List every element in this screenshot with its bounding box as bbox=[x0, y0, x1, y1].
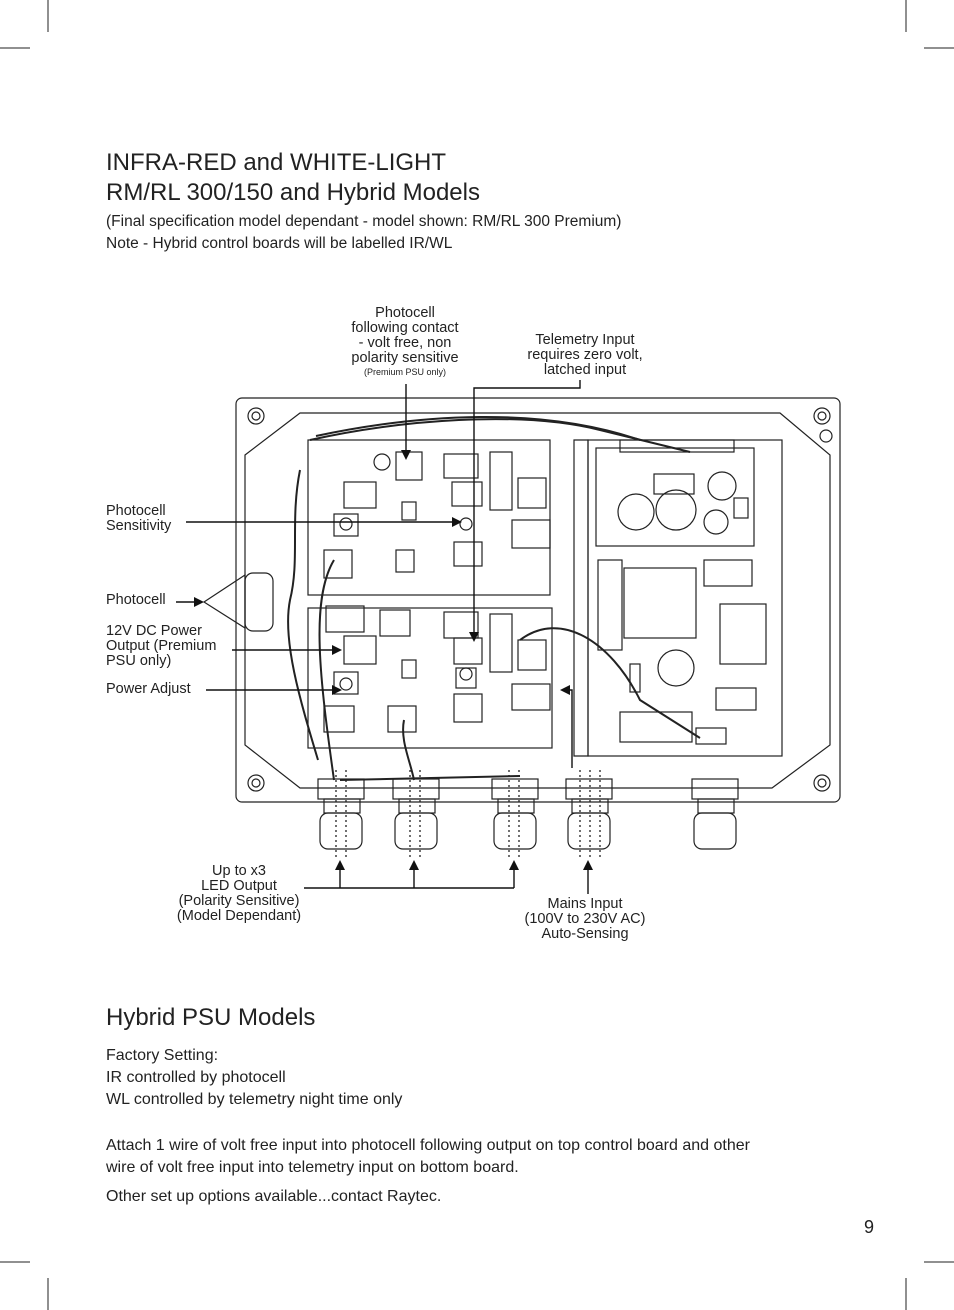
psu-side bbox=[573, 439, 589, 757]
label-photocell-following: Photocell following contact - volt free,… bbox=[351, 305, 459, 378]
label-led-output: Up to x3 LED Output (Polarity Sensitive)… bbox=[176, 863, 302, 924]
cable-gland bbox=[392, 778, 440, 850]
corner-screw bbox=[813, 407, 831, 425]
page-subtitle: (Final specification model dependant - m… bbox=[106, 211, 621, 255]
attach-instructions: Attach 1 wire of volt free input into ph… bbox=[106, 1137, 750, 1176]
label-photocell-sensitivity: Photocell Sensitivity bbox=[106, 503, 172, 534]
title-line-1: INFRA-RED and WHITE-LIGHT bbox=[106, 149, 447, 176]
cable-gland bbox=[691, 778, 739, 850]
corner-screw bbox=[247, 407, 265, 425]
photocell-cone bbox=[202, 573, 246, 630]
page-title: INFRA-RED and WHITE-LIGHT RM/RL 300/150 … bbox=[106, 148, 480, 208]
corner-screw bbox=[813, 774, 831, 792]
hybrid-heading: Hybrid PSU Models bbox=[106, 1004, 316, 1031]
arrow-mains-to-board bbox=[560, 685, 573, 768]
cable-gland bbox=[317, 778, 365, 850]
cable-gland bbox=[565, 778, 613, 850]
contact-note: Other set up options available...contact… bbox=[106, 1188, 442, 1205]
cable-gland bbox=[491, 778, 539, 850]
factory-setting-text: Factory Setting: IR controlled by photoc… bbox=[106, 1047, 403, 1108]
subtitle-line-2: Note - Hybrid control boards will be lab… bbox=[106, 235, 453, 252]
subtitle-line-1: (Final specification model dependant - m… bbox=[106, 213, 622, 230]
label-dc-output: 12V DC Power Output (Premium PSU only) bbox=[106, 623, 217, 669]
title-line-2: RM/RL 300/150 and Hybrid Models bbox=[106, 179, 480, 206]
enclosure-inner bbox=[244, 412, 831, 789]
upper-control-board bbox=[307, 439, 551, 596]
corner-screw bbox=[247, 774, 265, 792]
arrow-telemetry bbox=[469, 380, 581, 642]
label-mains-input: Mains Input (100V to 230V AC) Auto-Sensi… bbox=[524, 896, 646, 942]
lower-control-board bbox=[307, 607, 553, 749]
page-number: 9 bbox=[863, 1217, 874, 1237]
label-power-adjust: Power Adjust bbox=[106, 681, 191, 697]
psu-module bbox=[587, 439, 783, 757]
photocell-gland bbox=[244, 572, 274, 632]
label-photocell: Photocell bbox=[106, 592, 166, 608]
label-telemetry-input: Telemetry Input requires zero volt, latc… bbox=[527, 332, 643, 378]
enclosure-outline bbox=[235, 397, 841, 803]
